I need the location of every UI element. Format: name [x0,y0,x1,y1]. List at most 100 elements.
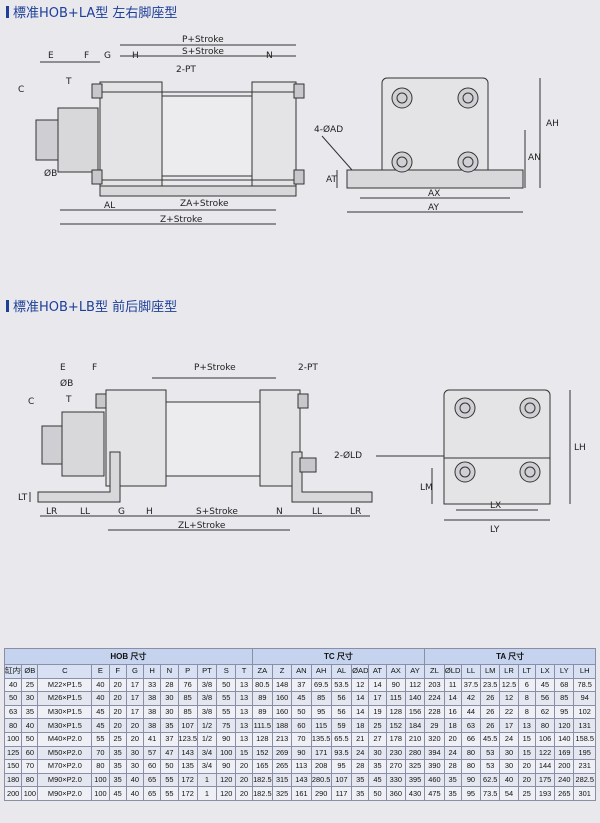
table-cell: 169 [554,745,575,761]
table-cell: 200 [554,759,575,774]
table-cell: 54 [499,786,519,801]
table-cell: 85 [310,691,332,706]
table-cell: 18 [443,718,462,733]
table-cell: 60 [21,745,39,761]
table-column-header: 缸内徑ØBCEFGHNPPTSTZAZANAHALØADATAXAYZLØLDL… [3,664,596,679]
table-cell: 90 [291,745,312,761]
title-bar-icon [6,300,9,312]
table-cell: 128 [251,731,273,747]
table-cell: 6 [517,677,536,693]
table-cell: 40 [21,718,39,733]
table-cell: 20 [517,759,536,774]
table-cell: 65 [143,786,162,801]
column-header: 缸内徑 [3,664,23,679]
column-header: E [91,664,110,679]
table-cell: 120 [216,786,237,801]
table-cell: 50 [3,691,23,706]
table-cell: 80.5 [251,677,273,693]
dimension-table-wrapper: HOB 尺寸 TC 尺寸 TA 尺寸 缸内徑ØBCEFGHNPPTSTZAZAN… [3,648,596,801]
dim-h-lb: H [146,507,153,517]
column-header: S [216,664,237,679]
table-cell: 135.5 [310,731,332,747]
dim-za-stroke: ZA+Stroke [180,199,229,209]
column-header: F [108,664,127,679]
section-title-lb: 標准HOB+LB型 前后脚座型 [6,296,177,315]
table-cell: 50 [160,759,179,774]
group-tc: TC 尺寸 [251,648,426,665]
column-header: Z [271,664,293,679]
table-cell: 62.5 [480,772,501,788]
column-header: LM [480,664,501,679]
table-cell: 80 [21,772,39,788]
table-cell: 17 [499,718,519,733]
table-cell: 62 [534,704,556,720]
table-cell: 182.5 [251,786,273,801]
table-cell: 230 [385,745,406,761]
table-cell: 29 [424,718,445,733]
table-cell: M70×P2.0 [37,759,93,774]
table-cell: 8 [517,691,536,706]
table-cell: 85 [177,691,198,706]
table-cell: 180 [3,772,23,788]
table-cell: 35 [443,772,462,788]
table-cell: 22 [499,704,519,720]
table-cell: M50×P2.0 [37,745,93,761]
table-cell: 60 [143,759,162,774]
table-cell: 184 [404,718,426,733]
table-group-header: HOB 尺寸 TC 尺寸 TA 尺寸 [4,648,596,665]
table-cell: 56 [534,691,556,706]
table-cell: 80 [460,759,482,774]
column-header: LX [534,664,556,679]
table-cell: 13 [235,691,253,706]
dim-4ad: 4-ØAD [314,124,343,135]
table-cell: 38 [143,704,162,720]
table-cell: 360 [385,786,406,801]
table-cell: 301 [573,786,596,801]
table-cell: 203 [424,677,445,693]
table-cell: 100 [216,745,237,761]
table-cell: 78.5 [573,677,596,693]
barrel-lb [165,401,261,477]
dim-ll2: LL [312,507,322,517]
table-cell: 20 [108,691,127,706]
table-cell: 1 [196,772,218,788]
table-cell: 107 [177,718,198,733]
table-cell: 89 [251,691,273,706]
table-cell: 40 [125,772,145,788]
table-cell: 35 [443,786,462,801]
table-cell: 228 [424,704,445,720]
table-cell: 30 [125,745,145,761]
table-cell: 85 [177,704,198,720]
table-cell: 50 [291,704,312,720]
table-cell: 41 [143,731,162,747]
table-cell: 24 [351,745,370,761]
dim-z-stroke: Z+Stroke [160,215,203,225]
dim-ly: LY [490,525,500,535]
dim-p-stroke-lb: P+Stroke [194,363,236,373]
table-cell: 38 [143,691,162,706]
dim-s-stroke-lb: S+Stroke [196,507,238,517]
table-cell: 25 [108,731,127,747]
table-cell: 40 [499,772,519,788]
table-cell: 65 [143,772,162,788]
table-cell: 193 [534,786,556,801]
table-cell: 152 [251,745,273,761]
table-cell: 30 [368,745,387,761]
table-cell: 14 [368,677,387,693]
table-cell: 53 [480,759,501,774]
table-cell: 394 [424,745,445,761]
table-cell: 172 [177,786,198,801]
table-cell: 93.5 [330,745,353,761]
dim-n-lb: N [276,507,283,517]
dim-b: ØB [44,168,57,179]
table-cell: 66 [460,731,482,747]
table-cell: 30 [160,691,179,706]
section-title-lb-text: 標准HOB+LB型 前后脚座型 [13,300,178,315]
table-cell: 80 [3,718,23,733]
